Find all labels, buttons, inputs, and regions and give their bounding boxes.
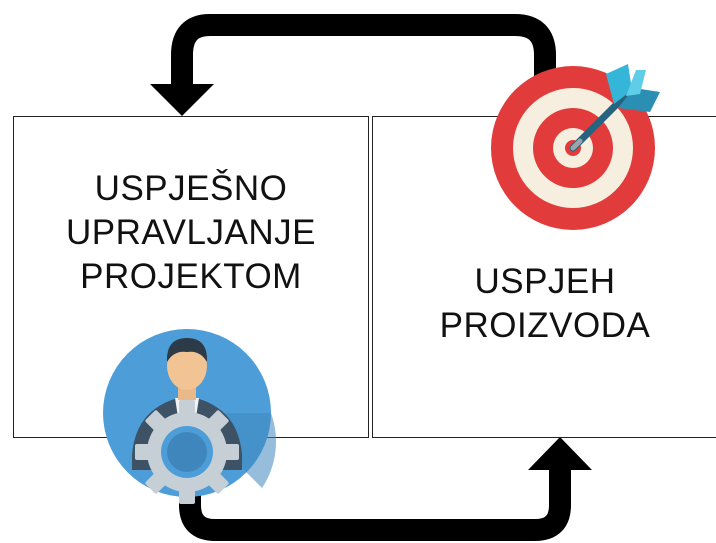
label-line: UPRAVLJANJE xyxy=(66,213,316,252)
box-product-success: USPJEH PROIZVODA xyxy=(372,116,716,438)
project-manager-gear-icon xyxy=(103,329,277,504)
label-line: USPJEH xyxy=(474,262,616,301)
label-line: PROIZVODA xyxy=(439,306,651,345)
cycle-arrow-bottom xyxy=(179,437,592,541)
cycle-arrow-top xyxy=(150,14,556,118)
arrow-head-up xyxy=(528,437,592,470)
box-project-management-label: USPJEŠNO UPRAVLJANJE PROJEKTOM xyxy=(14,167,368,299)
arrow-head-down xyxy=(150,84,214,116)
box-product-success-label: USPJEH PROIZVODA xyxy=(373,260,716,348)
label-line: PROJEKTOM xyxy=(80,257,302,296)
label-line: USPJEŠNO xyxy=(94,169,288,208)
box-project-management: USPJEŠNO UPRAVLJANJE PROJEKTOM xyxy=(13,116,369,438)
target-dart-icon xyxy=(491,64,660,230)
